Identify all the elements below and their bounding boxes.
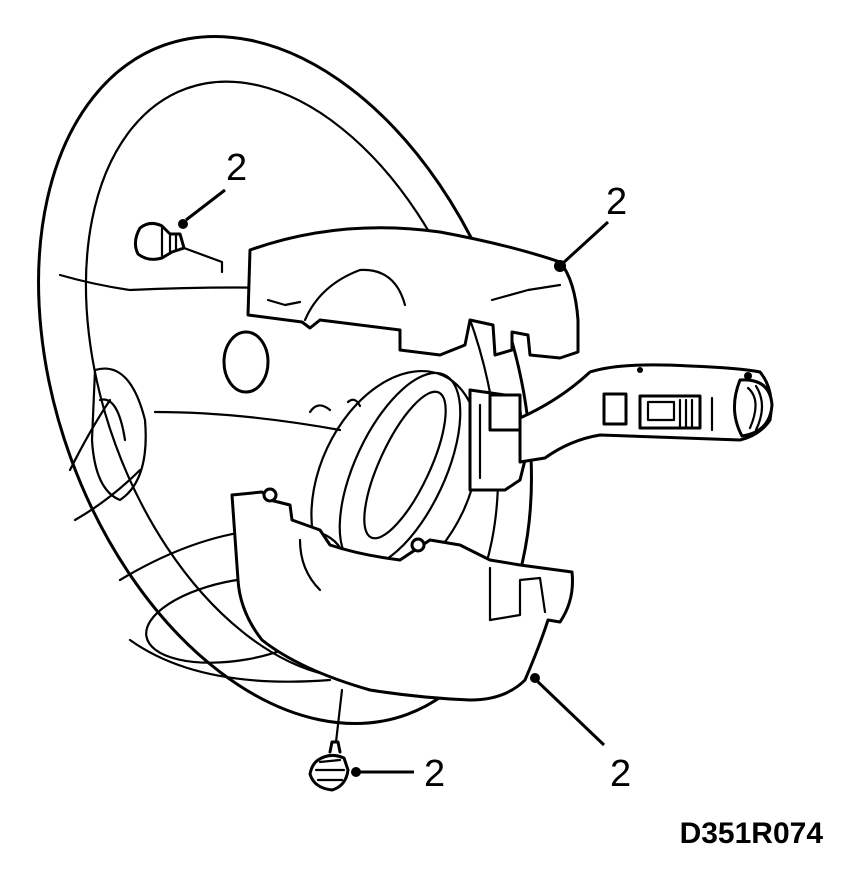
column-switch-and-stalk (468, 363, 774, 492)
screw-upper-left (133, 219, 224, 274)
lower-shroud (230, 487, 574, 702)
upper-shroud (246, 226, 580, 360)
leader-lower-shroud (534, 678, 606, 747)
callout-label: 2 (226, 147, 247, 189)
callout-label: 2 (606, 181, 627, 223)
callout-label: 2 (610, 753, 631, 795)
leader-screw-upper-left (185, 188, 226, 222)
reference-code: D351R074 (680, 817, 824, 850)
screw-bottom (308, 688, 350, 792)
leader-upper-shroud (560, 220, 610, 266)
leader-lines (185, 188, 610, 777)
callout-label: 2 (424, 753, 445, 795)
